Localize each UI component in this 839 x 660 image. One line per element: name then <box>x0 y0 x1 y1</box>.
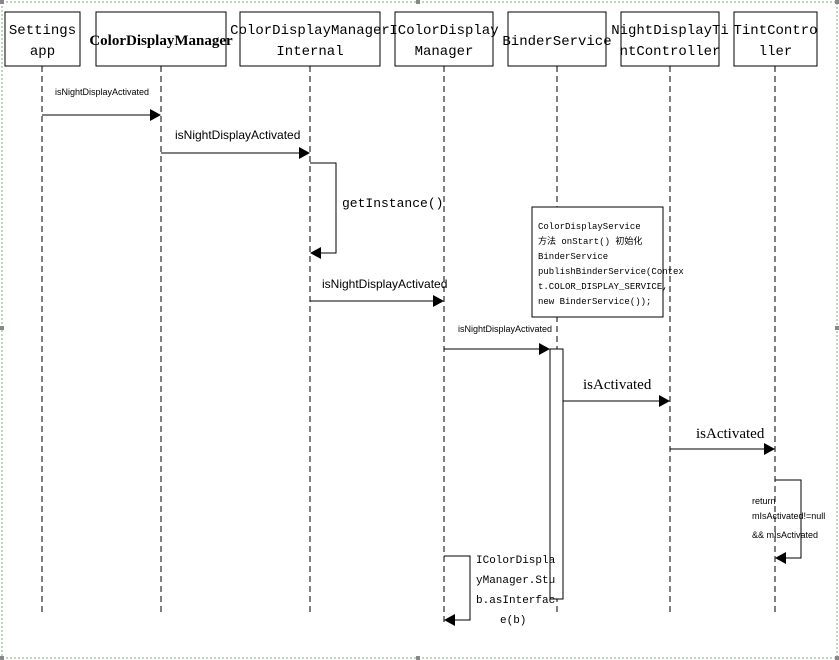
message-5: isNightDisplayActivated <box>444 324 552 355</box>
participant-binderservice: BinderService <box>502 11 612 67</box>
tint-return-line-1: return <box>752 496 776 506</box>
message-7: isActivated <box>670 426 775 455</box>
participant-tint-line2: ller <box>759 44 793 60</box>
stub-line-1: IColorDispla <box>476 555 556 567</box>
message-tint-return-self: return mIsActivated!=null && mIsActivate… <box>752 479 825 564</box>
participant-settings-line1: Settings <box>9 23 76 39</box>
participant-colordisplaymanager-internal: ColorDisplayManager Internal <box>230 11 390 67</box>
participant-colordisplaymanager: ColorDisplayManager <box>89 11 233 67</box>
note-line-2: 方法 onStart() 初始化 <box>538 235 642 247</box>
message-5-label: isNightDisplayActivated <box>458 324 552 334</box>
message-2-label: isNightDisplayActivated <box>175 128 300 142</box>
participant-cdmi-line1: ColorDisplayManager <box>230 23 390 39</box>
participant-ndtc-line1: NightDisplayTi <box>611 23 729 39</box>
message-1-label: isNightDisplayActivated <box>55 87 149 97</box>
message-6: isActivated <box>563 377 670 407</box>
tint-return-line-2: mIsActivated!=null <box>752 511 825 521</box>
stub-line-2: yManager.Stu <box>476 575 555 587</box>
note-binderservice: ColorDisplayService 方法 onStart() 初始化 Bin… <box>531 206 684 318</box>
stub-line-3: b.asInterfac <box>476 595 555 607</box>
message-3-label: getInstance() <box>342 196 443 211</box>
activation-binder <box>549 348 564 600</box>
participant-tint-line1: TintContro <box>733 23 817 39</box>
message-7-label: isActivated <box>696 426 765 442</box>
message-4: isNightDisplayActivated <box>310 277 447 307</box>
tint-return-line-3: && mIsActivated <box>752 530 818 540</box>
message-1: isNightDisplayActivated <box>42 87 161 121</box>
message-icdm-stub-self: IColorDispla yManager.Stu b.asInterfac e… <box>444 555 556 627</box>
note-line-5: t.COLOR_DISPLAY_SERVICE, <box>538 282 668 292</box>
message-3-self: getInstance() <box>310 162 443 259</box>
participant-cdm-label: ColorDisplayManager <box>89 33 233 49</box>
note-line-3: BinderService <box>538 252 608 262</box>
participant-icdm-line2: Manager <box>415 44 474 60</box>
stub-line-4: e(b) <box>500 615 526 627</box>
message-2: isNightDisplayActivated <box>161 128 310 159</box>
participant-nightdisplaytintcontroller: NightDisplayTi ntController <box>611 11 729 67</box>
participant-icdm-line1: IColorDisplay <box>389 23 498 39</box>
participant-settings: Settings app <box>4 11 81 67</box>
note-line-1: ColorDisplayService <box>538 222 641 232</box>
note-line-6: new BinderService()); <box>538 297 651 307</box>
message-6-label: isActivated <box>583 377 652 393</box>
participant-icolordisplaymanager: IColorDisplay Manager <box>389 11 499 67</box>
participant-tintcontroller: TintContro ller <box>733 11 818 67</box>
participant-ndtc-line2: ntController <box>620 44 721 60</box>
participant-binder-label: BinderService <box>502 34 611 50</box>
participant-settings-line2: app <box>30 44 55 60</box>
note-line-4: publishBinderService(Contex <box>538 267 684 277</box>
participant-cdmi-line2: Internal <box>276 44 343 60</box>
message-4-label: isNightDisplayActivated <box>322 277 447 291</box>
